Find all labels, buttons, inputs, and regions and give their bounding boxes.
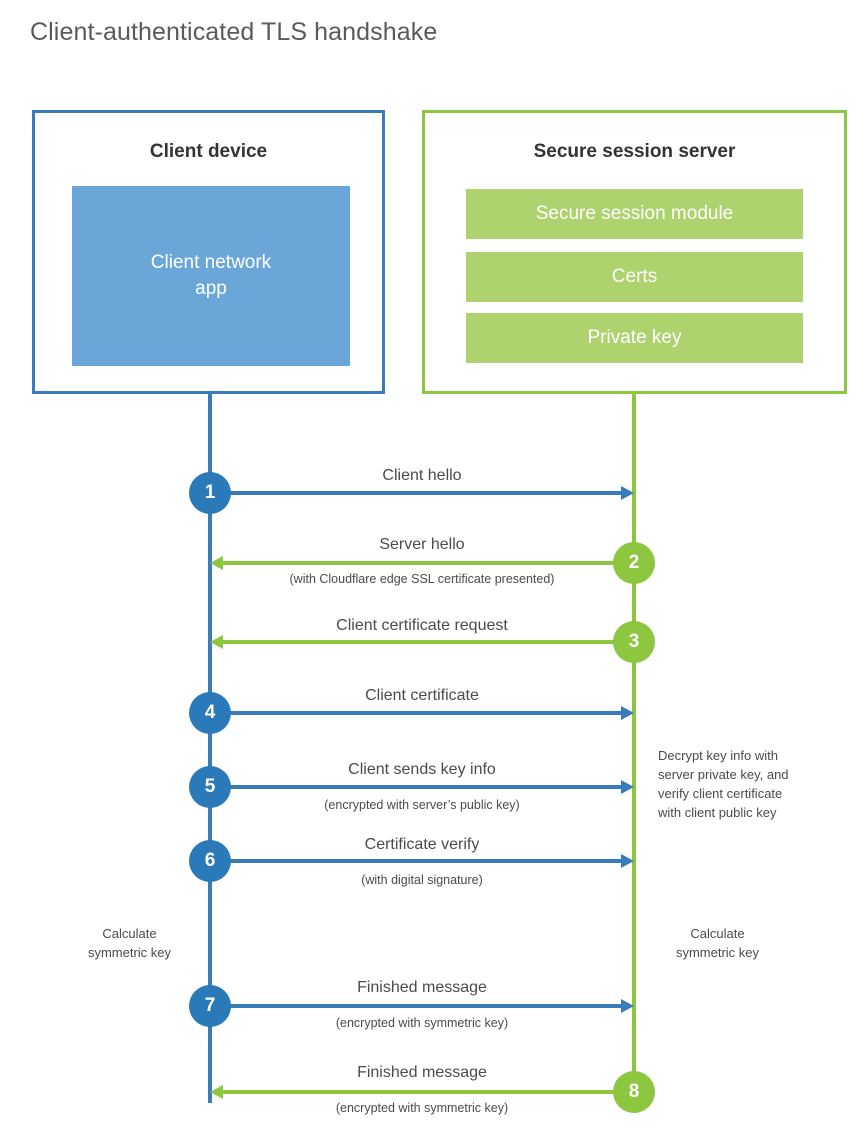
message-label-1: Client hello: [382, 467, 462, 484]
server-calculate-line-2: symmetric key: [675, 944, 760, 960]
arrowhead-right-6: [621, 854, 634, 868]
step-circle-2[interactable]: 2: [613, 542, 655, 584]
message-line-8: [223, 1090, 634, 1094]
client-calculate-line-1: Calculate: [102, 926, 157, 941]
arrowhead-left-8: [210, 1085, 223, 1099]
client-device-box: Client device Client network app: [32, 110, 385, 394]
message-sublabel-2: (with Cloudflare edge SSL certificate pr…: [289, 572, 555, 586]
step-circle-4[interactable]: 4: [189, 692, 231, 734]
step-circle-8[interactable]: 8: [613, 1071, 655, 1113]
step-circle-6[interactable]: 6: [189, 840, 231, 882]
server-block-certs: Certs: [466, 252, 803, 302]
arrowhead-right-7: [621, 999, 634, 1013]
client-calculate-symmetric-key-annotation: Calculate symmetric key: [58, 925, 201, 963]
client-device-title: Client device: [149, 141, 268, 162]
message-label-2: Server hello: [379, 536, 465, 553]
client-app-label-line1: Client network: [150, 252, 272, 274]
page-title: Client-authenticated TLS handshake: [30, 18, 438, 46]
server-lifeline: [632, 393, 636, 1093]
server-decrypt-line-1: Decrypt key info with: [658, 748, 778, 763]
message-label-7: Finished message: [357, 979, 487, 996]
server-decrypt-annotation: Decrypt key info with server private key…: [658, 747, 848, 822]
message-line-5: [210, 785, 621, 789]
server-block-private-key: Private key: [466, 313, 803, 363]
message-sublabel-7: (encrypted with symmetric key): [335, 1016, 509, 1030]
message-label-5: Client sends key info: [348, 761, 496, 778]
client-calculate-line-2: symmetric key: [87, 944, 172, 960]
server-decrypt-line-4: with client public key: [658, 804, 777, 820]
message-sublabel-6: (with digital signature): [361, 873, 483, 887]
arrowhead-right-4: [621, 706, 634, 720]
secure-session-server-box: Secure session server Secure session mod…: [422, 110, 847, 394]
message-line-1: [210, 491, 621, 495]
server-decrypt-line-3: verify client certificate: [658, 785, 783, 801]
client-lifeline: [208, 393, 212, 1103]
server-calculate-line-1: Calculate: [690, 926, 745, 941]
server-block-secure-session-module: Secure session module: [466, 189, 803, 239]
client-app-label-line2: app: [195, 278, 227, 299]
message-sublabel-5: (encrypted with server’s public key): [324, 798, 520, 812]
message-line-6: [210, 859, 621, 863]
message-line-4: [210, 711, 621, 715]
message-sublabel-8: (encrypted with symmetric key): [335, 1101, 509, 1115]
client-network-app-block: Client network app: [72, 186, 350, 366]
server-calculate-symmetric-key-annotation: Calculate symmetric key: [646, 925, 789, 963]
message-label-3: Client certificate request: [336, 617, 508, 634]
message-label-8: Finished message: [357, 1064, 487, 1081]
arrowhead-right-5: [621, 780, 634, 794]
step-circle-1[interactable]: 1: [189, 472, 231, 514]
message-line-2: [223, 561, 634, 565]
step-circle-7[interactable]: 7: [189, 985, 231, 1027]
message-line-3: [223, 640, 634, 644]
arrowhead-left-3: [210, 635, 223, 649]
step-circle-5[interactable]: 5: [189, 766, 231, 808]
message-line-7: [210, 1004, 621, 1008]
step-circle-3[interactable]: 3: [613, 621, 655, 663]
arrowhead-right-1: [621, 486, 634, 500]
arrowhead-left-2: [210, 556, 223, 570]
secure-session-server-title: Secure session server: [533, 141, 736, 162]
message-label-6: Certificate verify: [364, 836, 480, 853]
message-label-4: Client certificate: [365, 687, 479, 704]
server-decrypt-line-2: server private key, and: [658, 766, 789, 782]
